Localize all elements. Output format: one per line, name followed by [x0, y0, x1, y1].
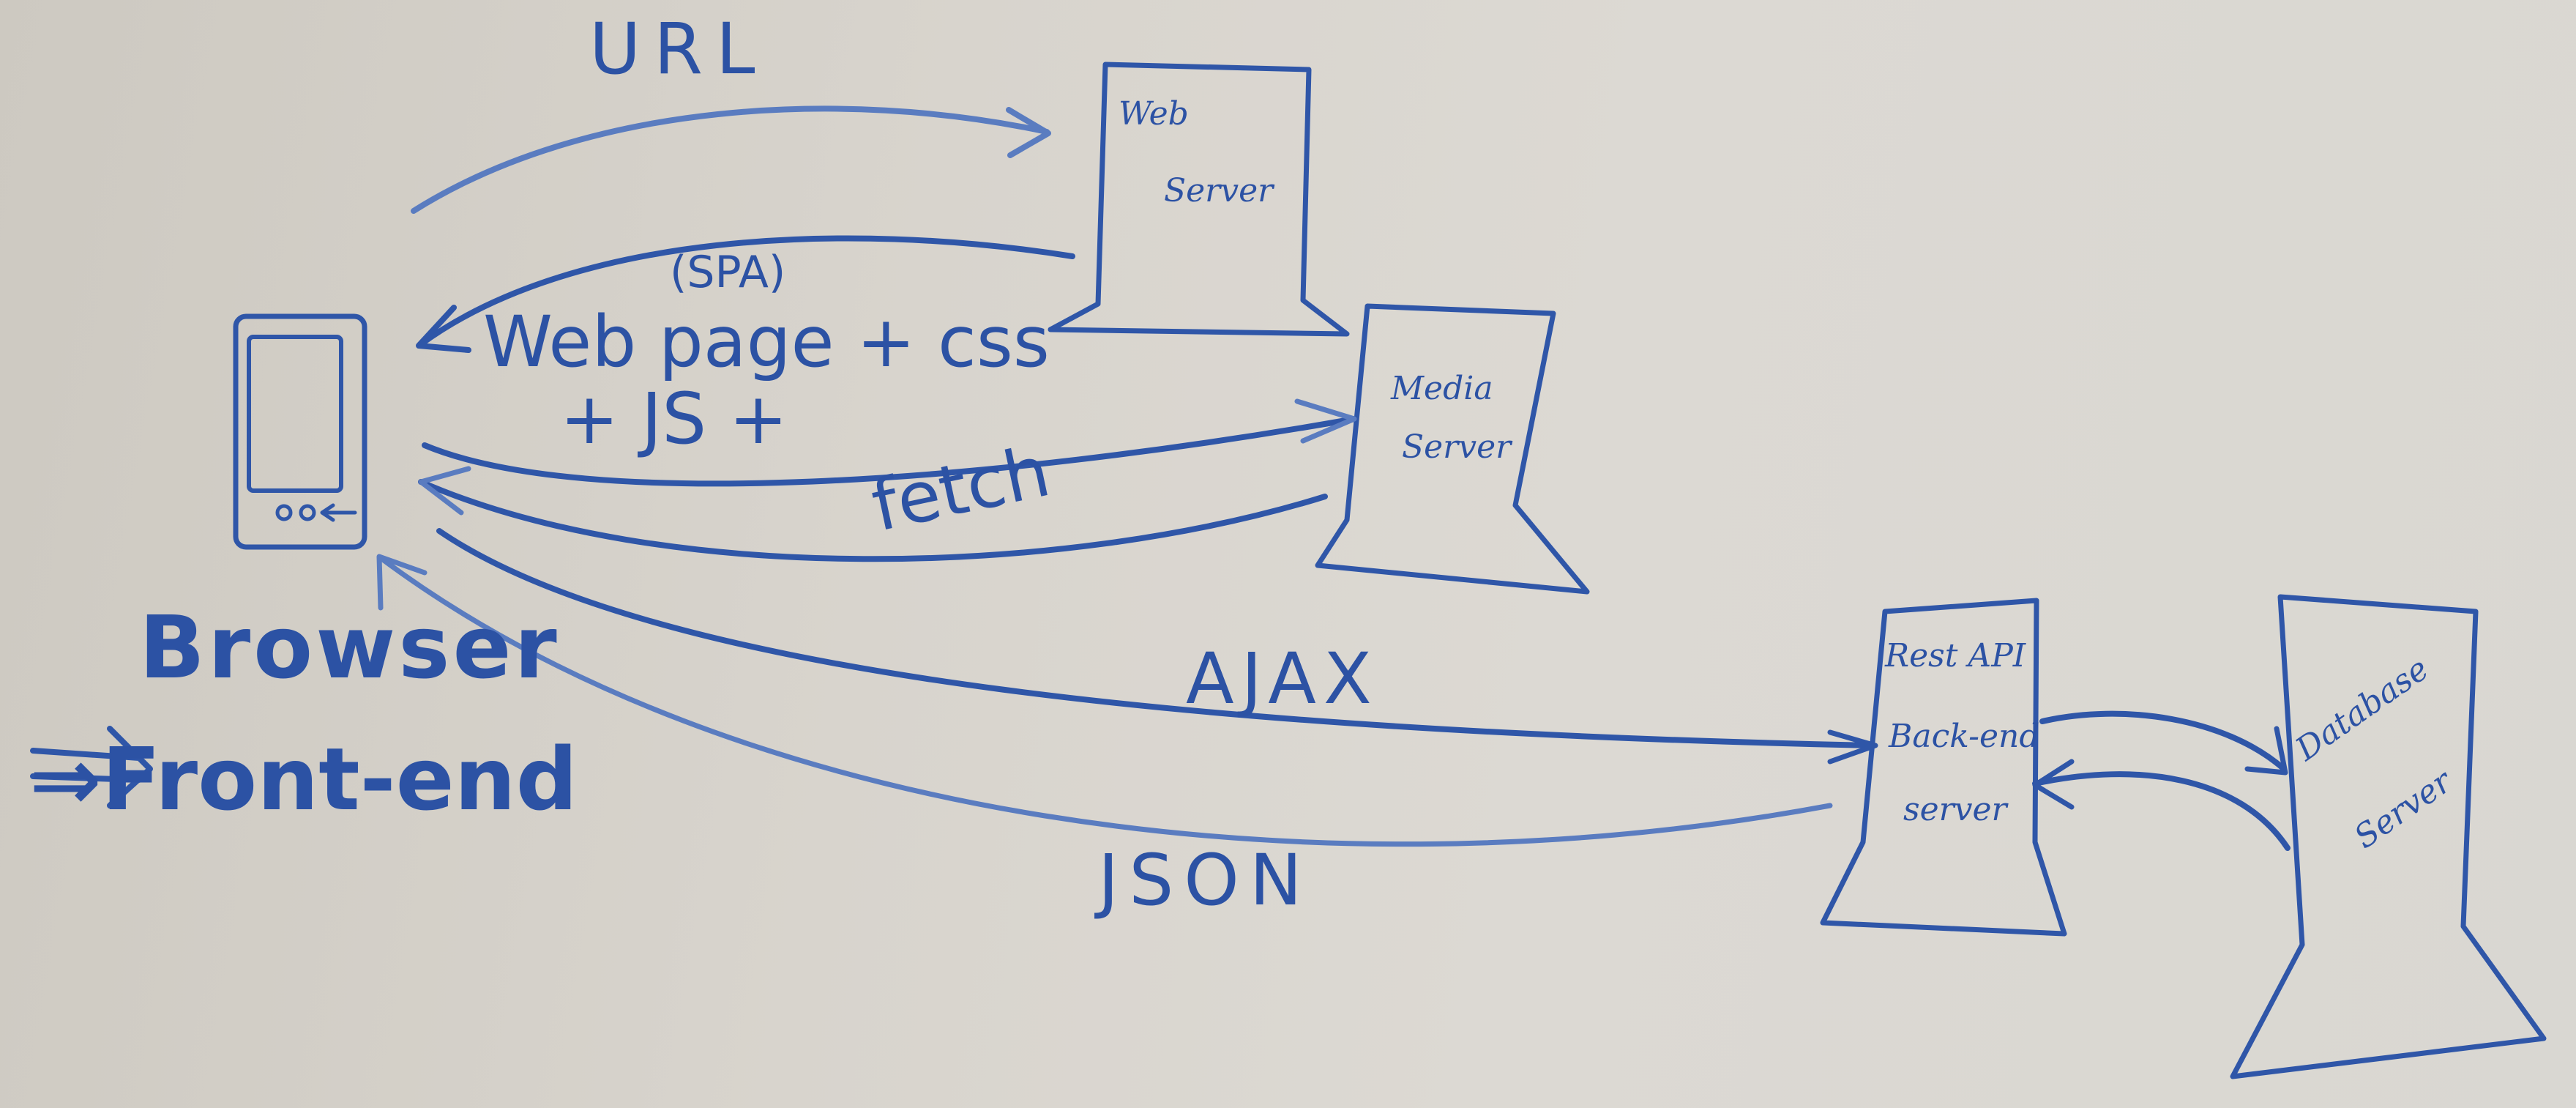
- fetch-label: fetch: [865, 430, 1056, 547]
- api-to-db-arrow: [2039, 710, 2288, 776]
- frontend-arrow-icon: [30, 726, 153, 808]
- web-server-label-1: Web: [1119, 95, 1189, 133]
- browser-label: Browser: [139, 597, 560, 698]
- fetch-response-arrow: [418, 466, 1328, 562]
- fetch-request-arrow: [422, 398, 1357, 487]
- media-server-label-1: Media: [1390, 370, 1493, 407]
- url-label: URL: [589, 8, 768, 90]
- webpage-arrow: [416, 235, 1075, 353]
- rest-api-label-1: Rest API: [1884, 637, 2027, 674]
- ajax-arrow: [436, 528, 1878, 765]
- database-label-1: Database: [2288, 650, 2435, 769]
- frontend-label: ⇒Front-end: [29, 729, 578, 830]
- web-server-label-2: Server: [1164, 172, 1275, 209]
- webpage-label-2: + JS +: [560, 378, 788, 460]
- phone-icon: [233, 313, 367, 550]
- rest-api-label-3: server: [1903, 791, 2009, 828]
- ajax-label: AJAX: [1186, 638, 1379, 720]
- json-arrow: [376, 554, 1833, 847]
- spa-label: (SPA): [670, 247, 785, 298]
- json-label: JSON: [1094, 839, 1313, 921]
- media-server-box: Media Server: [1315, 303, 1590, 595]
- database-label-2: Server: [2348, 762, 2460, 856]
- db-to-api-arrow: [2032, 759, 2291, 851]
- webpage-label-1: Web page + css: [483, 301, 1050, 383]
- media-server-label-2: Server: [1402, 428, 1513, 466]
- rest-api-label-2: Back-end: [1888, 718, 2040, 755]
- url-arrow: [411, 105, 1051, 214]
- web-server-box: Web Server: [1048, 62, 1350, 337]
- rest-api-server-box: Rest API Back-end server: [1820, 598, 2067, 937]
